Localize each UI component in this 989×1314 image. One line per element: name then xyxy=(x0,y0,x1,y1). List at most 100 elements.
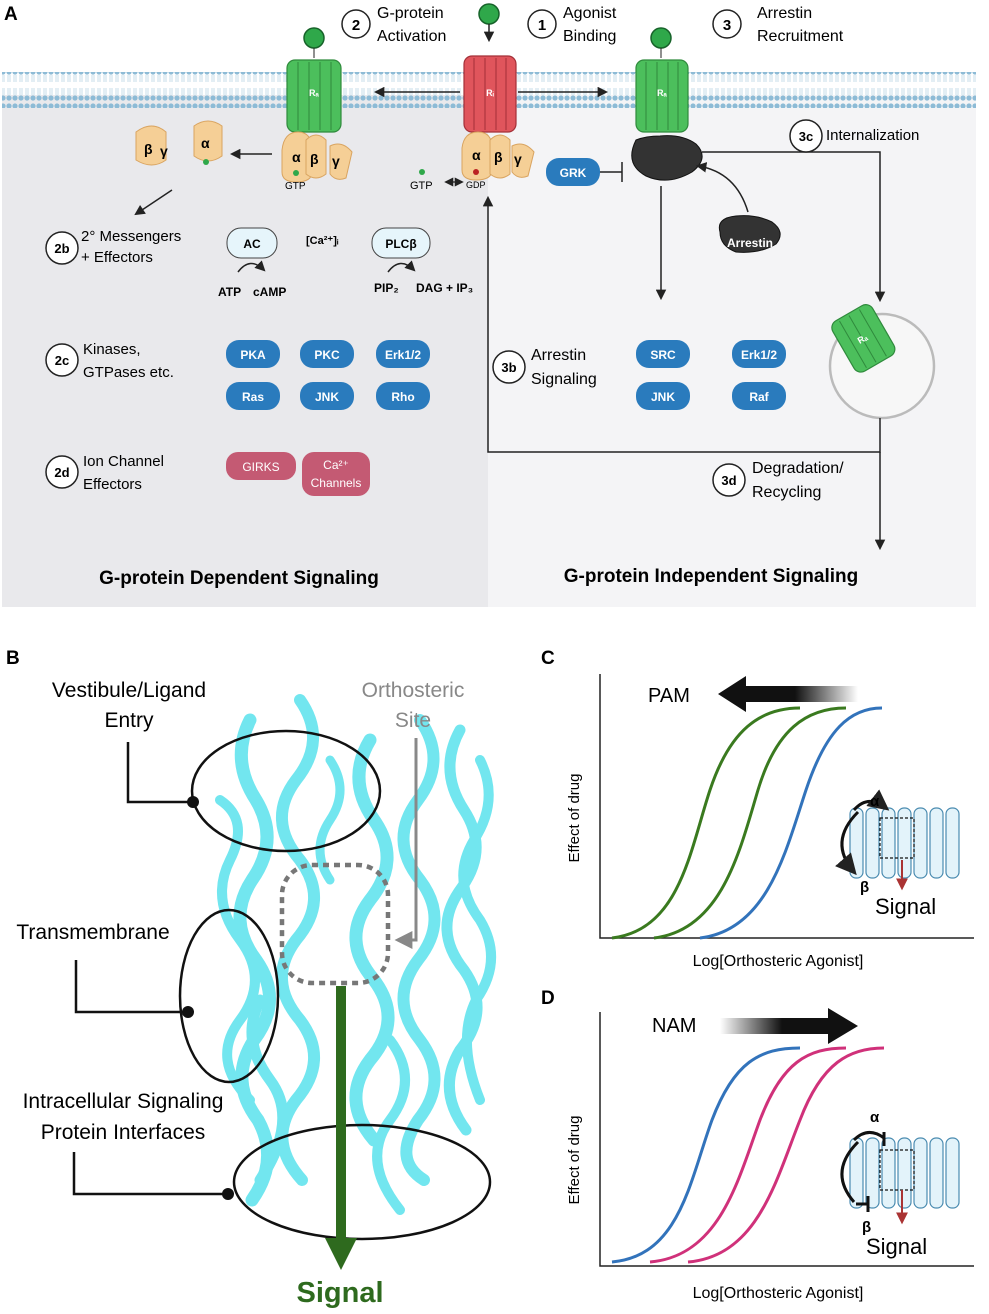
step-2c-line1: Kinases, xyxy=(83,341,141,358)
step-3b-line2: Signaling xyxy=(531,371,597,388)
step-2: 2 G-protein Activation xyxy=(341,5,446,45)
calcium-channel-line1: Ca²⁺ xyxy=(323,458,349,472)
receptor-cartoon-d xyxy=(849,1137,960,1209)
step-2d-badge xyxy=(45,455,79,489)
kinase-label: Rho xyxy=(391,390,414,404)
step-3d-number: 3d xyxy=(721,473,736,488)
step-2-number: 2 xyxy=(352,17,360,34)
panel-b-label: B xyxy=(6,648,20,669)
effector-raf: Raf xyxy=(732,382,786,410)
arrestin-recruit-arrow xyxy=(695,162,749,213)
step-2c-number: 2c xyxy=(55,353,69,368)
nam-curve-2 xyxy=(687,1046,885,1264)
ligand-right xyxy=(650,27,672,58)
gamma-subunit: γ xyxy=(332,153,340,169)
step-3b-badge xyxy=(492,350,526,384)
kinase-rho: Rho xyxy=(376,382,430,410)
receptor-label: Rᵢ xyxy=(486,88,494,98)
transmembrane-leader xyxy=(74,960,188,1014)
alpha-label-d: α xyxy=(870,1109,880,1126)
transmembrane-label: Transmembrane xyxy=(16,921,169,944)
step-1-badge xyxy=(527,9,557,39)
step-3d-line1: Degradation/ xyxy=(752,460,844,477)
panel-c-ylabel: Effect of drug xyxy=(566,774,583,863)
alpha-arrow-c xyxy=(852,789,890,812)
alpha-label-c: α xyxy=(870,793,880,810)
step-2b-line2: + Effectors xyxy=(81,249,153,266)
ac-label: AC xyxy=(243,237,261,251)
receptor-label: Rₐ xyxy=(309,88,319,98)
step-3b: 3b Arrestin Signaling xyxy=(492,347,597,388)
nam-curve-1 xyxy=(649,1046,847,1264)
step-3d-line2: Recycling xyxy=(752,484,821,501)
camp-label: cAMP xyxy=(253,285,286,299)
alpha-cooperativity-line-d xyxy=(840,1140,860,1203)
gdp-label: GDP xyxy=(466,180,486,190)
gtp-label: GTP xyxy=(285,181,306,192)
step-2-line2: Activation xyxy=(377,28,446,45)
step-2d-line1: Ion Channel xyxy=(83,453,164,470)
vestibule-label-line2: Entry xyxy=(104,709,154,732)
channel-girks: GIRKS xyxy=(226,452,296,480)
pip2-label: PIP₂ xyxy=(374,281,399,295)
calcium-channel-line2: Channels xyxy=(311,476,362,490)
transmembrane-ellipse xyxy=(178,908,280,1084)
alpha-cooperativity-arrow-c xyxy=(835,810,860,876)
orthosteric-pointer xyxy=(394,738,418,949)
step-2b: 2b 2° Messengers + Effectors xyxy=(45,228,181,266)
beta-label-c: β xyxy=(860,879,869,896)
step-3-badge xyxy=(712,9,742,39)
step-2b-badge xyxy=(45,231,79,265)
signal-label-d: Signal xyxy=(866,1234,927,1259)
recycling-arrow xyxy=(482,195,881,453)
signal-arrow-head xyxy=(325,1238,357,1270)
nam-shift-arrow xyxy=(720,1008,858,1044)
step-1: 1 Agonist Binding xyxy=(527,5,617,45)
dependent-title: G-protein Dependent Signaling xyxy=(99,568,379,589)
step-3c-badge xyxy=(789,119,823,153)
active-receptor-right: Rₐ xyxy=(635,59,689,133)
effector-src: SRC xyxy=(636,340,690,368)
kinase-label: Erk1/2 xyxy=(385,348,421,362)
alpha-subunit: α xyxy=(472,147,481,163)
intracellular-leader-dot xyxy=(222,1188,234,1200)
panel-c-label: C xyxy=(541,648,555,669)
beta-label-d: β xyxy=(862,1219,871,1236)
agonist-ligand xyxy=(478,3,500,43)
calcium-label: [Ca²⁺]ᵢ xyxy=(306,235,339,247)
signal-label: Signal xyxy=(296,1277,383,1309)
panel-a: A 2 G-protein Activation 1 Agonist Bindi… xyxy=(2,3,976,607)
gamma-subunit: γ xyxy=(160,143,168,159)
girks-label: GIRKS xyxy=(242,460,279,474)
panel-d: D Effect of drug Log[Orthosteric Agonist… xyxy=(541,988,974,1302)
atp-label: ATP xyxy=(218,285,241,299)
vestibule-ellipse xyxy=(190,729,382,853)
step-2d: 2d Ion Channel Effectors xyxy=(45,453,164,493)
panel-d-label: D xyxy=(541,988,555,1009)
kinase-pkc: PKC xyxy=(300,340,354,368)
grk: GRK xyxy=(546,158,623,186)
step-3c-number: 3c xyxy=(799,129,813,144)
dag-label: DAG + IP₃ xyxy=(416,281,473,295)
step-3-number: 3 xyxy=(723,17,731,34)
arrestin-effectors: SRC Erk1/2 JNK Raf xyxy=(636,340,786,410)
step-3c-label: Internalization xyxy=(826,127,919,144)
step-3: 3 Arrestin Recruitment xyxy=(712,5,844,45)
orthosteric-pocket xyxy=(279,862,391,986)
kinase-ras: Ras xyxy=(226,382,280,410)
gtp-label: GTP xyxy=(410,180,433,192)
pam-curve-1 xyxy=(611,706,801,940)
receptor-cartoon-c xyxy=(849,807,960,879)
inactive-receptor: Rᵢ xyxy=(463,55,517,133)
transmembrane-leader-dot xyxy=(182,1006,194,1018)
alpha-subunit: α xyxy=(201,135,210,151)
arrestin-label: Arrestin xyxy=(727,236,773,250)
intracellular-label-line1: Intracellular Signaling xyxy=(23,1090,224,1113)
pam-label: PAM xyxy=(648,685,690,707)
gprotein-bound-left: α β γ GTP xyxy=(281,131,353,192)
gamma-subunit: γ xyxy=(514,151,522,167)
grk-inhibition xyxy=(600,162,623,182)
kinase-label: PKC xyxy=(314,348,340,362)
effector-label: JNK xyxy=(651,390,675,404)
